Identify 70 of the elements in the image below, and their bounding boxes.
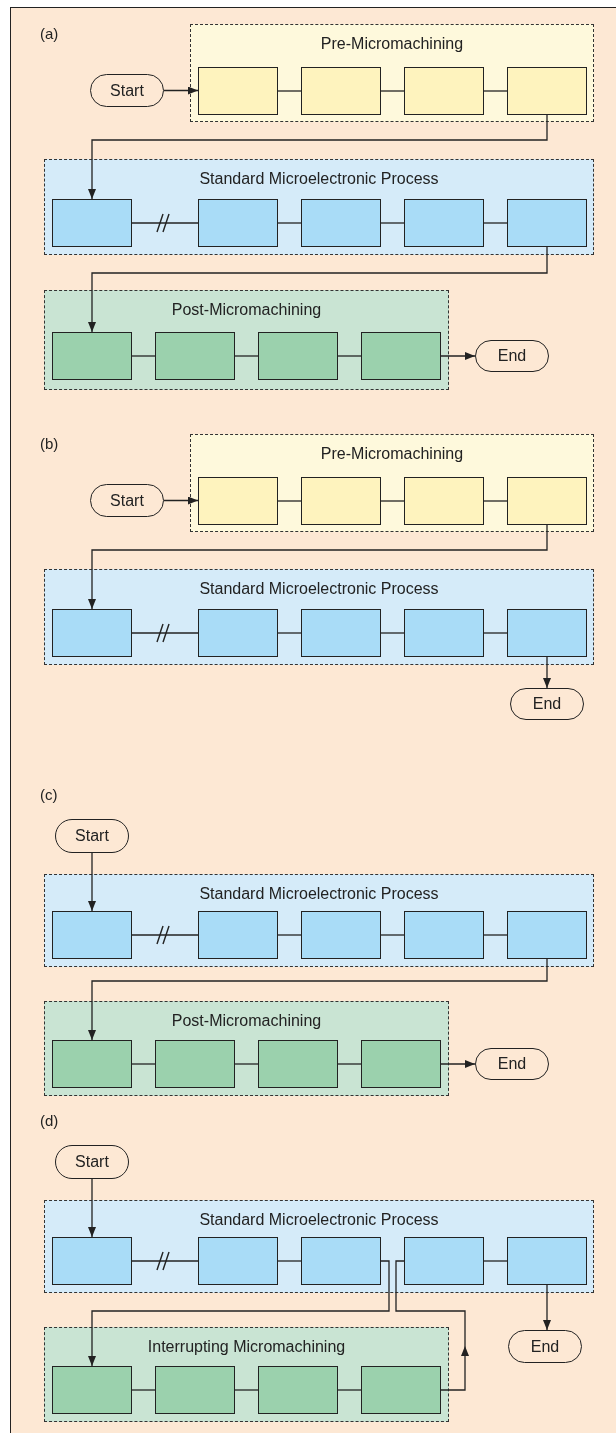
group-title: Post-Micromachining bbox=[171, 1012, 322, 1029]
process-group-panel bbox=[44, 290, 449, 390]
process-group-panel bbox=[44, 874, 594, 967]
process-box bbox=[300, 476, 381, 525]
terminal-pill: End bbox=[510, 688, 584, 720]
terminal-pill: Start bbox=[55, 1145, 129, 1179]
process-box bbox=[257, 1365, 338, 1414]
group-title: Standard Microelectronic Process bbox=[199, 580, 439, 597]
process-box bbox=[197, 910, 278, 959]
process-box bbox=[506, 1236, 587, 1285]
process-box bbox=[51, 1039, 132, 1088]
process-group-panel bbox=[190, 434, 594, 532]
process-box bbox=[360, 1039, 441, 1088]
group-title: Post-Micromachining bbox=[171, 301, 322, 318]
process-box bbox=[197, 1236, 278, 1285]
process-box bbox=[197, 66, 278, 115]
panel-label: (b) bbox=[40, 434, 59, 454]
terminal-pill: End bbox=[508, 1330, 582, 1363]
process-box bbox=[51, 910, 132, 959]
group-title: Standard Microelectronic Process bbox=[199, 1211, 439, 1228]
panel-label: (d) bbox=[40, 1111, 59, 1131]
panel-label: (a) bbox=[40, 24, 59, 44]
process-group-panel bbox=[44, 159, 594, 255]
process-box bbox=[51, 331, 132, 380]
process-box bbox=[506, 476, 587, 525]
process-box bbox=[403, 910, 484, 959]
process-box bbox=[360, 1365, 441, 1414]
group-title: Pre-Micromachining bbox=[320, 445, 464, 462]
process-box bbox=[154, 331, 235, 380]
process-box bbox=[506, 608, 587, 657]
process-box bbox=[300, 66, 381, 115]
process-group-panel bbox=[44, 1001, 449, 1096]
process-box bbox=[300, 198, 381, 247]
process-box bbox=[51, 198, 132, 247]
process-box bbox=[403, 198, 484, 247]
terminal-pill: Start bbox=[55, 819, 129, 853]
process-box bbox=[403, 608, 484, 657]
process-box bbox=[154, 1039, 235, 1088]
process-box bbox=[300, 1236, 381, 1285]
process-group-panel bbox=[190, 24, 594, 122]
process-box bbox=[403, 1236, 484, 1285]
process-box bbox=[506, 66, 587, 115]
process-box bbox=[360, 331, 441, 380]
group-title: Interrupting Micromachining bbox=[147, 1338, 346, 1355]
terminal-pill: End bbox=[475, 1048, 549, 1080]
process-box bbox=[257, 331, 338, 380]
process-group-panel bbox=[44, 569, 594, 665]
process-box bbox=[257, 1039, 338, 1088]
process-box bbox=[197, 608, 278, 657]
group-title: Standard Microelectronic Process bbox=[199, 170, 439, 187]
group-title: Standard Microelectronic Process bbox=[199, 885, 439, 902]
process-box bbox=[51, 1365, 132, 1414]
process-box bbox=[51, 608, 132, 657]
group-title: Pre-Micromachining bbox=[320, 35, 464, 52]
terminal-pill: End bbox=[475, 340, 549, 372]
process-box bbox=[51, 1236, 132, 1285]
process-group-panel bbox=[44, 1327, 449, 1422]
process-box bbox=[403, 66, 484, 115]
process-box bbox=[300, 910, 381, 959]
process-group-panel bbox=[44, 1200, 594, 1293]
process-box bbox=[403, 476, 484, 525]
process-box bbox=[506, 910, 587, 959]
process-box bbox=[154, 1365, 235, 1414]
process-box bbox=[197, 476, 278, 525]
panel-label: (c) bbox=[40, 785, 58, 805]
terminal-pill: Start bbox=[90, 484, 164, 517]
process-box bbox=[197, 198, 278, 247]
terminal-pill: Start bbox=[90, 74, 164, 107]
process-box bbox=[506, 198, 587, 247]
process-box bbox=[300, 608, 381, 657]
